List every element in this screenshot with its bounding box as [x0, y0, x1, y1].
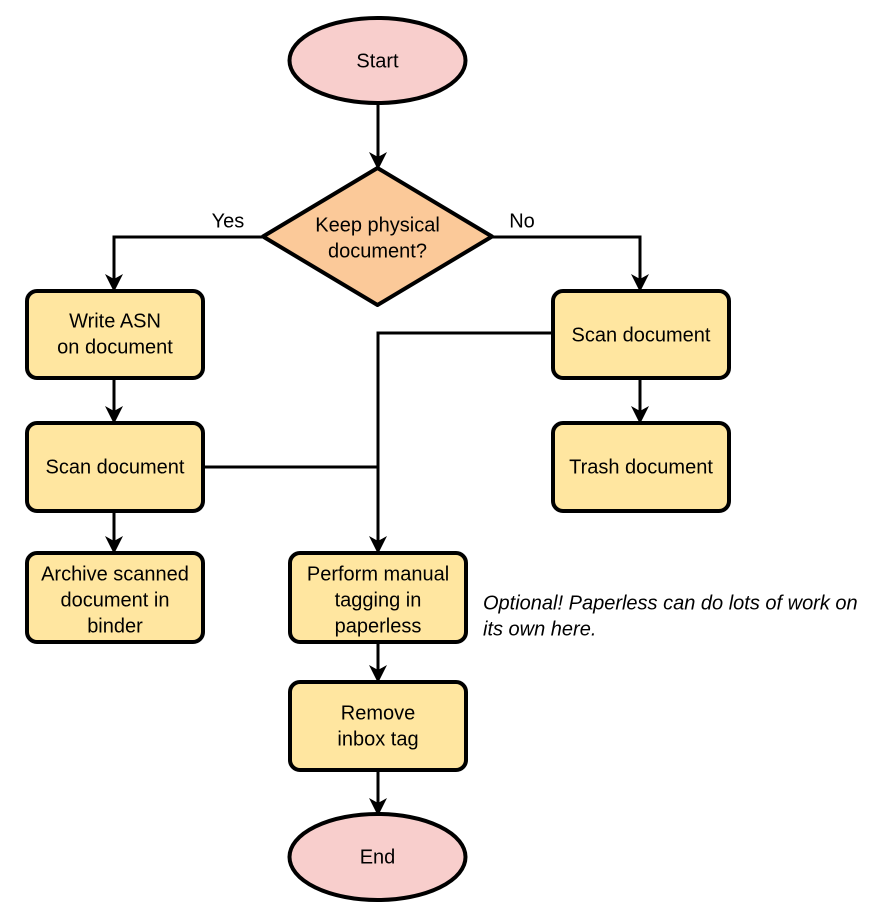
node-tagging-label-line1: Perform manual [307, 563, 449, 585]
arrowhead-decision-scanright [631, 274, 649, 292]
optional-note-line2: its own here. [483, 618, 596, 640]
node-scan-document-left-label: Scan document [46, 456, 185, 478]
node-trash-document-label: Trash document [569, 456, 713, 478]
node-tagging-label-line3: paperless [335, 615, 422, 637]
node-archive-shape[interactable] [25, 551, 205, 644]
node-decision-label-line2: document? [328, 240, 427, 262]
node-start-label: Start [356, 50, 399, 72]
arrowhead-decision-writeasn [105, 274, 123, 292]
node-archive-label-line2: document in [61, 589, 170, 611]
arrowhead-removetag-end [369, 798, 387, 816]
node-scan-document-right-label: Scan document [572, 324, 711, 346]
node-start-shape[interactable] [287, 16, 468, 105]
edge-scan-right-to-trash [631, 378, 649, 424]
arrowhead-tagging-removetag [369, 665, 387, 683]
node-trash-document-shape[interactable] [551, 421, 731, 513]
edge-remove-tag-to-end [369, 770, 387, 816]
node-tagging-label-line2: tagging in [335, 589, 422, 611]
edge-tagging-to-remove-tag [369, 643, 387, 683]
node-remove-inbox-tag[interactable]: Remove inbox tag [288, 680, 468, 772]
node-remove-tag-label-line1: Remove [341, 702, 415, 724]
node-end-shape[interactable] [287, 812, 468, 902]
node-end[interactable]: End [287, 812, 468, 902]
arrowhead-scanright-trash [631, 406, 649, 424]
node-write-asn-on-document[interactable]: Write ASN on document [25, 289, 205, 380]
node-remove-inbox-tag-shape[interactable] [288, 680, 468, 772]
node-write-asn-label-line2: on document [57, 336, 173, 358]
node-scan-document-right[interactable]: Scan document [551, 289, 731, 380]
node-archive-label-line1: Archive scanned [41, 563, 189, 585]
node-scan-document-left-shape[interactable] [25, 421, 205, 513]
node-decision-label-line1: Keep physical [315, 214, 440, 236]
arrowhead-start-decision [369, 152, 387, 170]
optional-note-line1: Optional! Paperless can do lots of work … [483, 592, 858, 614]
edge-line-scanright-trunk [376, 331, 552, 542]
edge-write-asn-to-scan-left [105, 378, 123, 424]
arrowhead-scanleft-archive [105, 536, 123, 554]
node-decision-shape[interactable] [261, 166, 494, 307]
node-write-asn-label-line1: Write ASN [69, 310, 161, 332]
edge-decision-yes-to-write-asn [105, 235, 262, 292]
node-end-label: End [360, 846, 396, 868]
node-perform-manual-tagging[interactable]: Perform manual tagging in paperless [288, 551, 468, 644]
annotation-optional-note: Optional! Paperless can do lots of work … [483, 592, 858, 640]
edge-start-to-decision [369, 103, 387, 170]
node-archive-scanned-document[interactable]: Archive scanned document in binder [25, 551, 205, 644]
edge-scan-right-to-tagging [369, 331, 552, 554]
node-keep-physical-document-decision[interactable]: Keep physical document? [261, 166, 494, 307]
edge-label-no: No [509, 210, 535, 232]
edge-line-decision-writeasn [112, 235, 262, 280]
edge-scan-left-to-archive [105, 512, 123, 554]
node-scan-document-right-shape[interactable] [551, 289, 731, 380]
edge-decision-no-to-scan-right [492, 235, 649, 292]
node-remove-tag-label-line2: inbox tag [337, 728, 418, 750]
node-scan-document-left[interactable]: Scan document [25, 421, 205, 513]
arrowhead-trunk-tagging [369, 536, 387, 554]
node-archive-label-line3: binder [87, 615, 143, 637]
node-perform-manual-tagging-shape[interactable] [288, 551, 468, 644]
arrowhead-writeasn-scanleft [105, 406, 123, 424]
node-start[interactable]: Start [287, 16, 468, 105]
node-trash-document[interactable]: Trash document [551, 421, 731, 513]
edge-label-yes: Yes [212, 210, 245, 232]
edge-line-decision-scanright [492, 235, 642, 280]
node-write-asn-shape[interactable] [25, 289, 205, 380]
